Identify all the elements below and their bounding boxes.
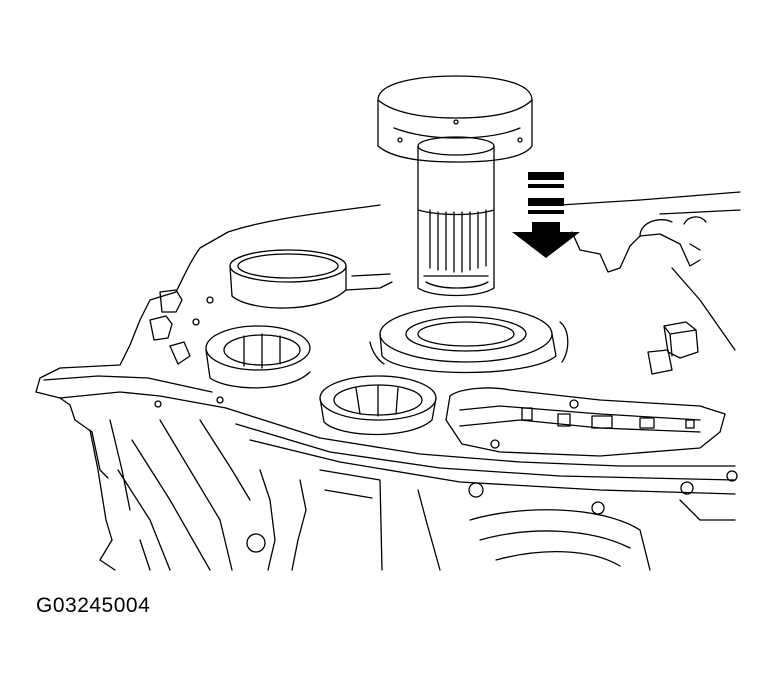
press-direction-arrow-icon [512,172,580,258]
seal-seat-bore [370,306,568,373]
lower-center-bore [320,376,436,435]
left-bolts [150,290,223,407]
figure-code: G03245004 [36,594,151,617]
transmission-case [36,192,740,570]
technical-illustration [0,0,778,600]
seal-installer-tool [378,76,532,296]
right-channel-plate [446,388,725,456]
upper-left-bore [230,250,392,308]
right-upper-features [572,217,735,374]
left-bore [206,326,310,388]
